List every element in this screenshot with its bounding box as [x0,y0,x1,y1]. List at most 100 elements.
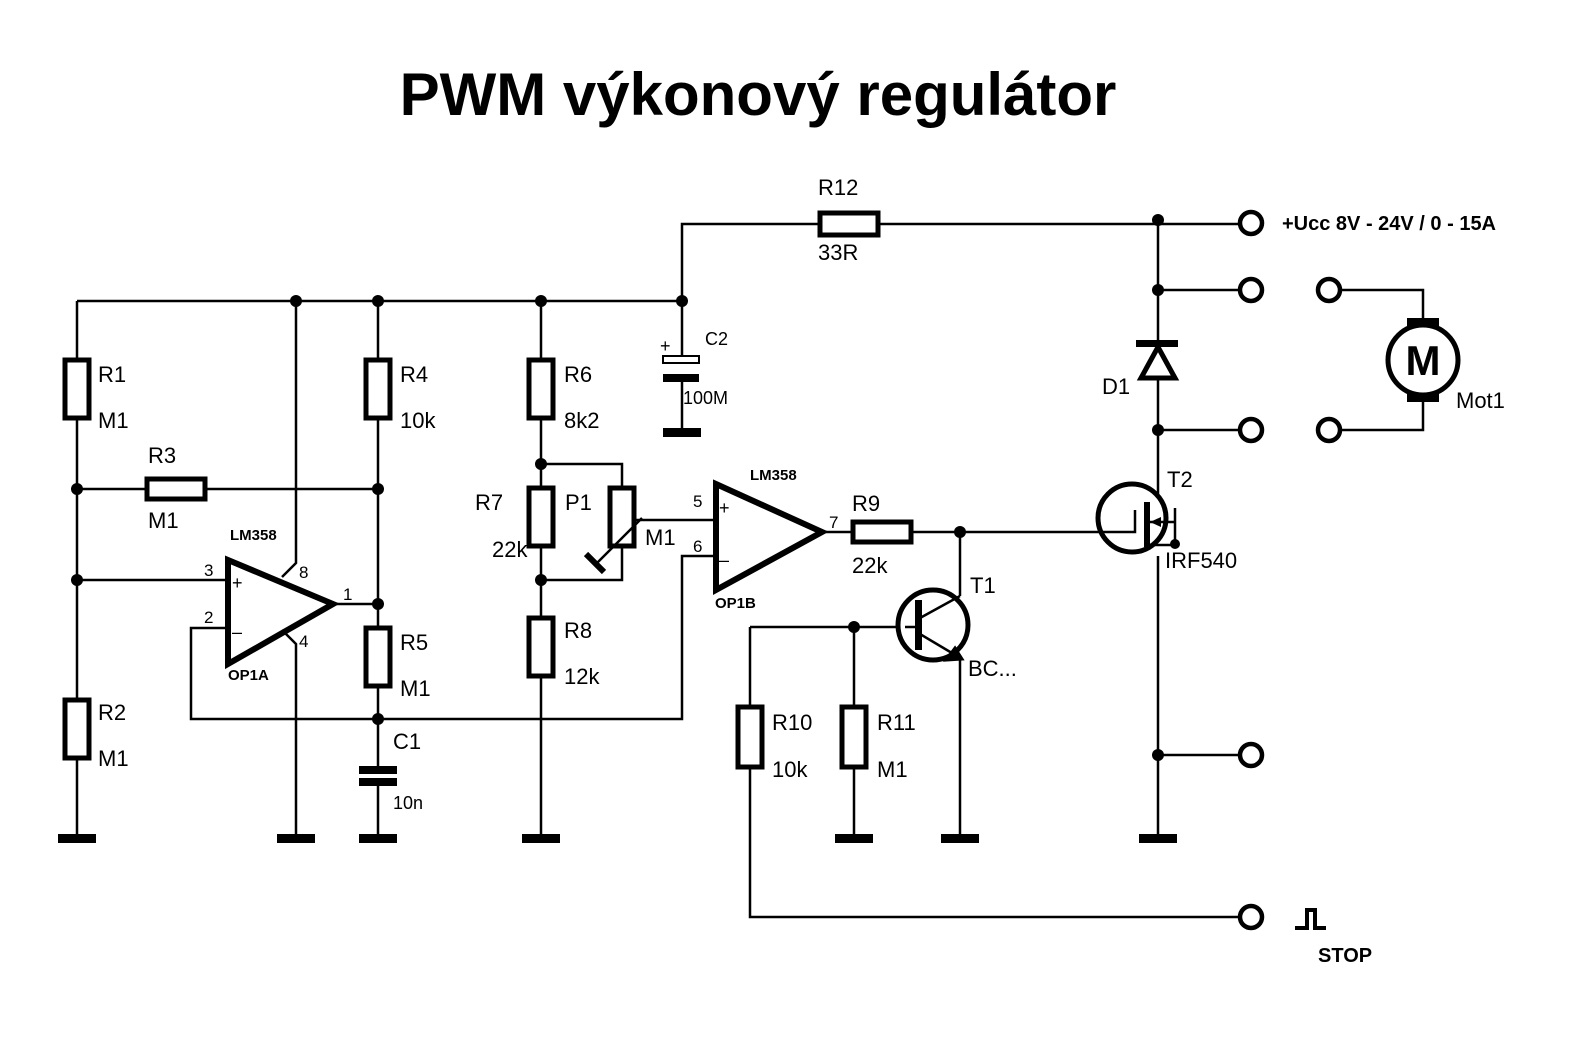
mosfet-gate-lead [1098,510,1137,534]
opamp-pin-6: 6 [693,537,702,556]
opamp-op1a: + – LM358 OP1A 3 2 1 8 4 [204,527,352,684]
ground-symbol [58,834,96,843]
opamp-pin-7: 7 [829,513,838,532]
junction-dot [372,598,384,610]
junction-dot [372,483,384,495]
junction-dot [372,713,384,725]
junction-dot [535,458,547,470]
resistor-value: 22k [852,553,888,578]
junctions [71,214,1164,761]
opamp-plus-sign: + [232,573,243,593]
resistor-ref: R11 [877,710,916,735]
opamp-plus-sign: + [719,498,730,518]
diagram-title: PWM výkonový regulátor [400,61,1117,128]
resistor-r1: R1 M1 [62,357,129,433]
terminal-motor-minus-out[interactable] [1315,416,1343,444]
capacitor-plate [359,766,397,774]
resistor-ref: R12 [818,175,858,200]
terminals: +Ucc 8V - 24V / 0 - 15A STOP [1237,209,1496,967]
terminal-supply[interactable] [1237,209,1265,237]
junction-dot [1152,284,1164,296]
terminal-motor-minus[interactable] [1237,416,1265,444]
junction-dot [535,574,547,586]
terminal-motor-plus[interactable] [1237,276,1265,304]
junction-dot [71,574,83,586]
resistor-r3: R3 M1 [144,443,208,533]
ground-symbol [359,834,397,843]
opamp-ref: OP1B [715,595,756,612]
resistor-ref: R5 [400,630,428,655]
opamp-minus-sign: – [719,550,729,570]
transistor-ref: T1 [970,573,996,598]
resistor-r10: R10 10k [735,704,812,782]
resistor-body [526,485,556,549]
mosfet-channel [1144,502,1150,547]
opamp-part: LM358 [750,467,797,484]
resistor-r9: R9 22k [850,491,914,578]
resistor-r8: R8 12k [526,615,600,689]
resistor-body [62,357,92,421]
diode-triangle [1136,341,1180,381]
resistor-r2: R2 M1 [62,697,129,771]
opamp-part: LM358 [230,527,277,544]
resistor-r7: R7 22k [475,485,556,562]
junction-dot [535,295,547,307]
resistor-body [144,476,208,502]
opamp-triangle [225,555,340,670]
transistor-part: IRF540 [1165,548,1237,573]
opamp-pin-8: 8 [299,563,308,582]
motor-body [1385,322,1461,398]
resistor-ref: R8 [564,618,592,643]
resistor-value: M1 [877,757,908,782]
stop-label: STOP [1318,945,1372,967]
motor-ref: Mot1 [1456,388,1505,413]
capacitor-value: 100M [683,388,728,408]
motor-mot1: M Mot1 [1385,318,1505,413]
opamp-ref: OP1A [228,667,269,684]
terminal-motor-plus-out[interactable] [1315,276,1343,304]
junction-dot [71,483,83,495]
ground-symbol [941,834,979,843]
resistor-value: 10k [400,408,436,433]
opamp-pin-5: 5 [693,492,702,511]
opamp-triangle [713,479,829,596]
transistor-ref: T2 [1167,467,1193,492]
resistor-r11: R11 M1 [839,704,916,782]
resistor-value: M1 [148,508,179,533]
potentiometer-p1[interactable]: P1 M1 [565,485,676,575]
resistor-value: M1 [98,408,129,433]
resistor-ref: R6 [564,362,592,387]
resistor-ref: R1 [98,362,126,387]
emitter-arrow-icon [942,645,965,662]
potentiometer-wiper-handle [583,551,607,575]
potentiometer-wiper [594,517,643,566]
capacitor-plate [663,374,699,382]
junction-dot [1152,424,1164,436]
resistor-value: M1 [400,676,431,701]
terminal-ground[interactable] [1237,741,1265,769]
resistor-body [850,519,914,545]
junction-dot [954,526,966,538]
diode-cathode-bar [1136,340,1178,347]
resistor-value: 12k [564,664,600,689]
resistor-r12: R12 33R [817,175,881,265]
resistor-r6: R6 8k2 [526,357,599,433]
mosfet-body-dot [1170,539,1180,549]
terminal-stop[interactable] [1237,903,1265,931]
junction-dot [290,295,302,307]
junction-dot [1152,214,1164,226]
resistor-body [526,615,556,679]
capacitor-value: 10n [393,793,423,813]
mosfet-arrow-icon [1150,517,1161,527]
opamp-pin-2: 2 [204,608,213,627]
junction-dot [848,621,860,633]
diode-ref: D1 [1102,374,1130,399]
resistor-r5: R5 M1 [363,625,431,701]
transistor-body [1095,481,1169,555]
transistor-t1: T1 BC... [895,573,1017,681]
opamp-pin-3: 3 [204,561,213,580]
resistor-value: 8k2 [564,408,599,433]
wires [75,222,1425,919]
resistor-body [735,704,765,770]
resistor-ref: R2 [98,700,126,725]
